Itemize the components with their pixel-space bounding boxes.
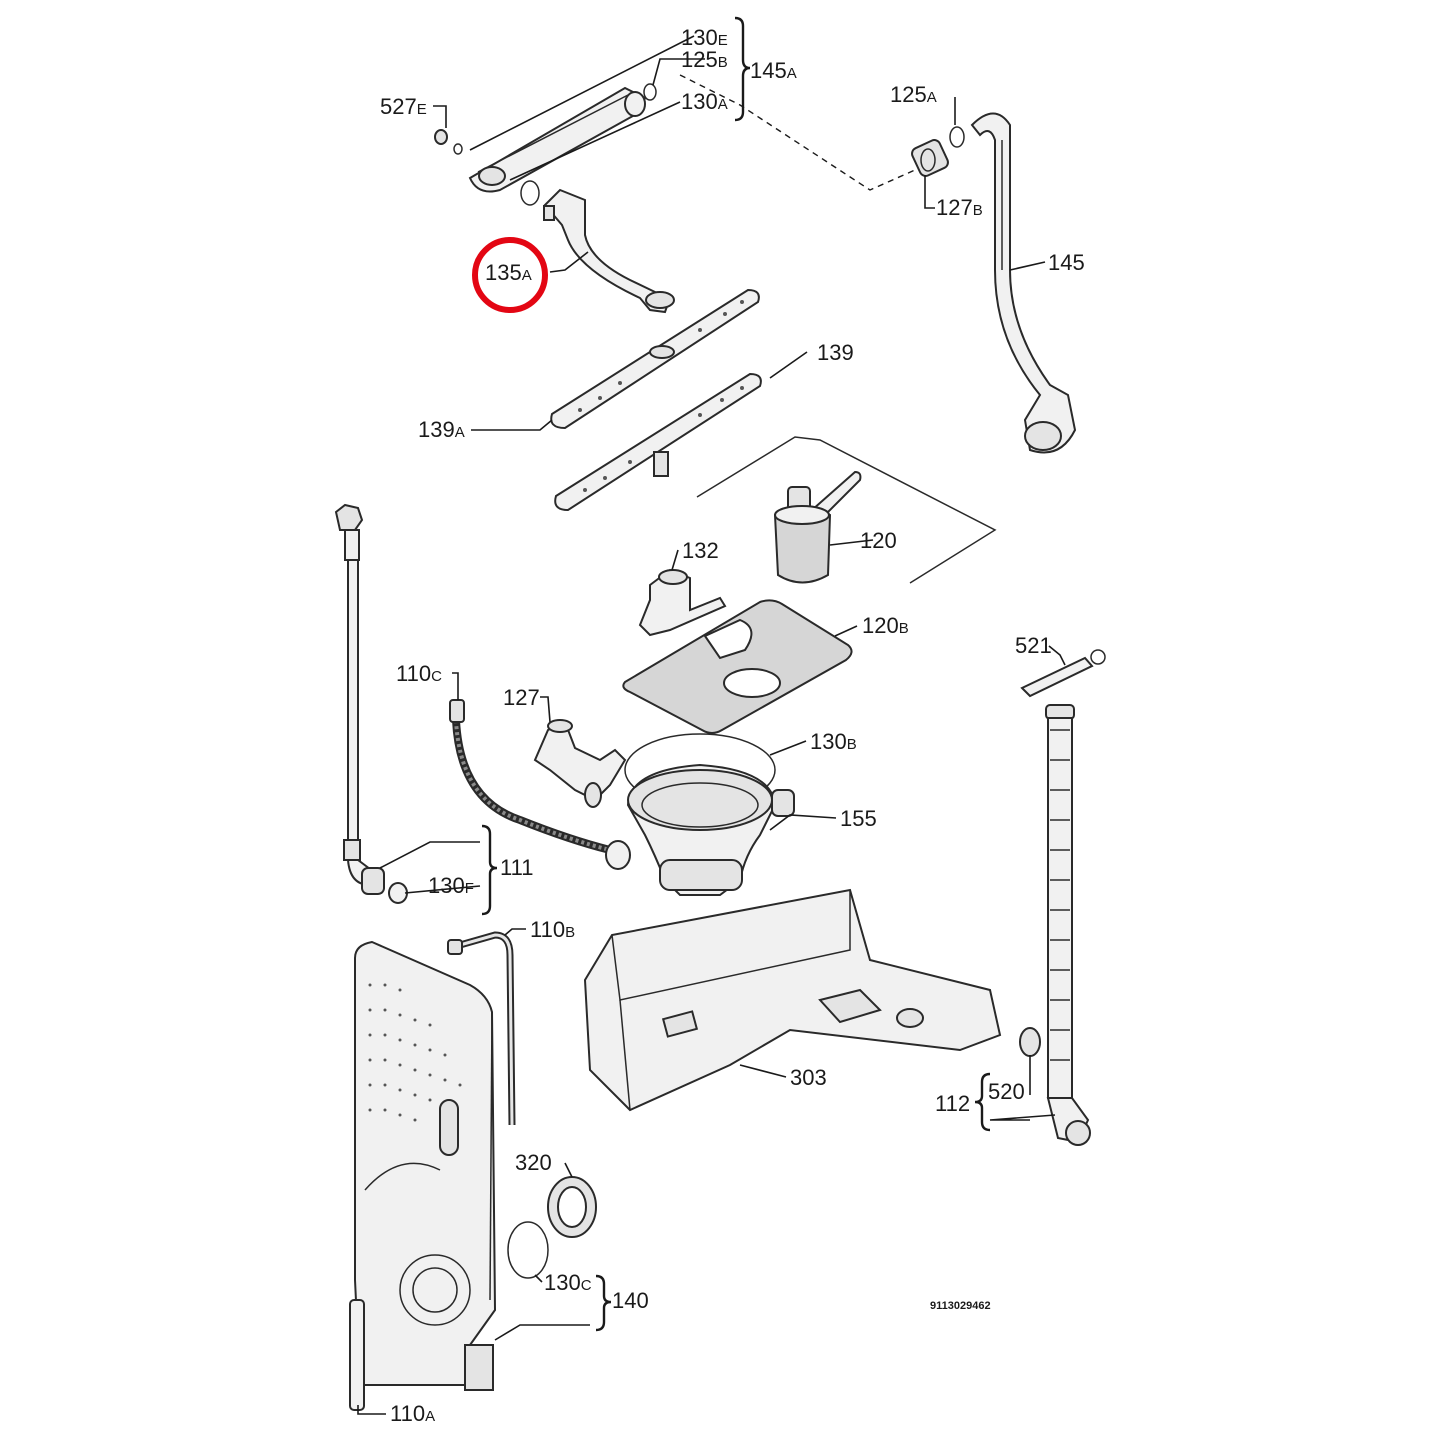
base-frame-303[interactable] — [583, 888, 1002, 1112]
braces — [481, 16, 991, 1332]
fitting-127b[interactable] — [910, 138, 950, 178]
flat-filter-120b[interactable] — [622, 599, 853, 734]
label-320: 320 — [515, 1150, 552, 1175]
drain-hose-112[interactable] — [1045, 704, 1091, 1146]
label-303: 303 — [790, 1065, 827, 1090]
sump-155[interactable] — [626, 763, 795, 896]
ring-130c[interactable] — [507, 1221, 549, 1279]
label-145: 145 — [1048, 250, 1085, 275]
highlight-circle — [472, 237, 548, 313]
label-110b: 110B — [530, 917, 575, 942]
label-110a: 110A — [390, 1401, 435, 1426]
label-520: 520 — [988, 1079, 1025, 1104]
spray-arm-139[interactable] — [554, 372, 762, 512]
label-130a: 130A — [681, 89, 728, 114]
label-130f: 130F — [428, 873, 474, 898]
label-140: 140 — [612, 1288, 649, 1313]
washer-130f[interactable] — [388, 882, 408, 904]
valve-132[interactable] — [638, 568, 727, 637]
seal-125b[interactable] — [643, 83, 657, 101]
label-127b: 127B — [936, 195, 983, 220]
tube-110b[interactable] — [447, 931, 516, 1126]
part-labels: 130E 125B 130A 145A 527E 125A 127B 145 1… — [380, 25, 1085, 1426]
inlet-pipe-111[interactable] — [334, 503, 385, 895]
hose-127[interactable] — [533, 719, 627, 808]
side-panel-140[interactable] — [354, 940, 497, 1391]
label-135a: 135A — [485, 260, 532, 285]
label-132: 132 — [682, 538, 719, 563]
label-125b: 125B — [681, 47, 728, 72]
filter-120[interactable] — [773, 470, 862, 584]
hose-110c[interactable] — [449, 699, 631, 870]
o-ring-130a[interactable] — [520, 180, 540, 206]
diagram-code: 9113029462 — [930, 1300, 991, 1312]
label-120: 120 — [860, 528, 897, 553]
label-112: 112 — [935, 1091, 970, 1116]
label-120b: 120B — [862, 613, 909, 638]
clip-521[interactable] — [1020, 649, 1106, 698]
label-139a: 139A — [418, 417, 465, 442]
label-139: 139 — [817, 340, 854, 365]
label-130c: 130C — [544, 1270, 592, 1295]
label-130e: 130E — [681, 25, 728, 50]
label-111: 111 — [500, 855, 533, 880]
outline-tray — [696, 436, 997, 584]
label-130b: 130B — [810, 729, 857, 754]
collar-520[interactable] — [1019, 1027, 1041, 1057]
leader-lines — [357, 35, 1066, 1415]
label-110c: 110C — [396, 661, 442, 686]
label-145a: 145A — [750, 58, 797, 83]
label-125a: 125A — [890, 82, 937, 107]
pipe-110a[interactable] — [349, 1299, 365, 1411]
label-155: 155 — [840, 806, 877, 831]
label-127: 127 — [503, 685, 540, 710]
supply-hose-145[interactable] — [970, 112, 1077, 454]
feed-tube-135a[interactable] — [543, 188, 675, 314]
upper-spray-arm-pipe[interactable] — [468, 86, 647, 193]
nut-527e[interactable] — [434, 129, 463, 155]
seal-320[interactable] — [547, 1176, 597, 1238]
spray-arm-139a[interactable] — [550, 288, 760, 430]
label-521: 521 — [1015, 633, 1052, 658]
label-527e: 527E — [380, 94, 427, 119]
seal-125a[interactable] — [949, 126, 965, 148]
